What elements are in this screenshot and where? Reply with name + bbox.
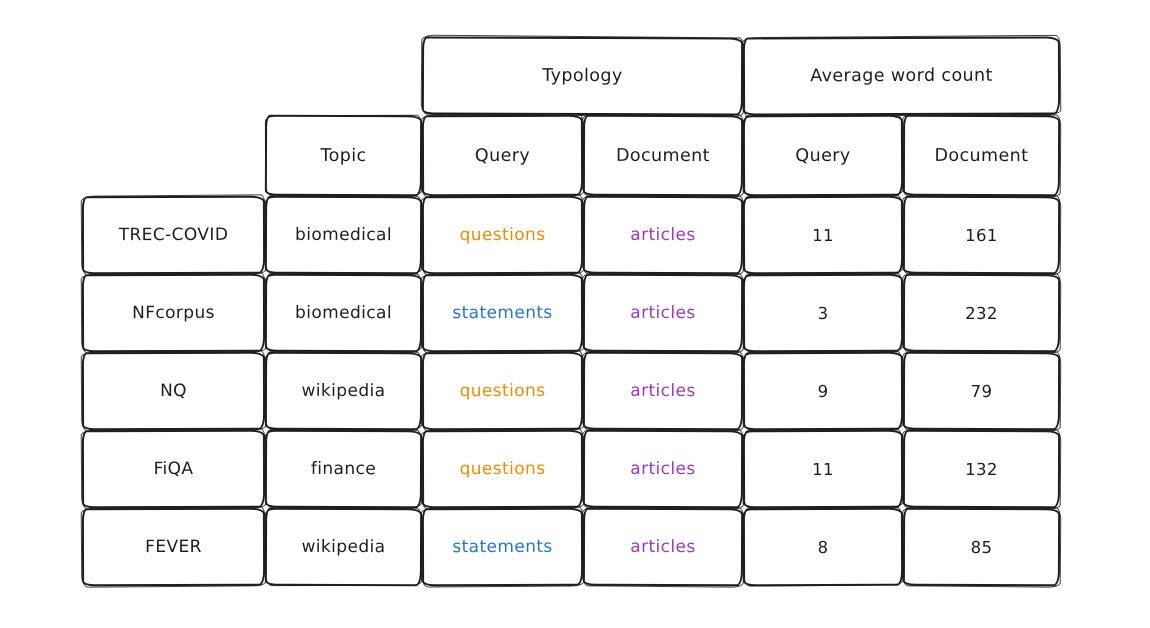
table-grid: Typology Average word count Topic Query … (81, 36, 1061, 587)
cell-document-word-count: 85 (902, 507, 1061, 587)
cell-query-type: statements (421, 273, 584, 353)
cell-document-type: articles (582, 195, 744, 275)
cell-query-type: questions (421, 429, 584, 509)
header-topic: Topic (264, 114, 423, 197)
cell-document-type: articles (582, 273, 744, 353)
cell-topic: biomedical (264, 195, 423, 275)
cell-document-word-count: 79 (902, 351, 1061, 431)
cell-document-type: articles (582, 351, 744, 431)
cell-document-type: articles (582, 429, 744, 509)
cell-document-word-count: 232 (902, 273, 1061, 353)
cell-query-type: questions (421, 351, 584, 431)
header-awc-document: Document (902, 114, 1061, 197)
cell-query-word-count: 11 (742, 195, 904, 275)
cell-document-type: articles (582, 507, 744, 587)
cell-topic: biomedical (264, 273, 423, 353)
header-group-typology: Typology (421, 36, 744, 116)
header-typology-query: Query (421, 114, 584, 197)
cell-query-type: questions (421, 195, 584, 275)
cell-query-word-count: 3 (742, 273, 904, 353)
cell-dataset-name: TREC-COVID (81, 195, 266, 275)
cell-topic: finance (264, 429, 423, 509)
cell-query-word-count: 8 (742, 507, 904, 587)
header-awc-query: Query (742, 114, 904, 197)
cell-dataset-name: NFcorpus (81, 273, 266, 353)
cell-dataset-name: FEVER (81, 507, 266, 587)
cell-query-word-count: 11 (742, 429, 904, 509)
cell-topic: wikipedia (264, 507, 423, 587)
header-typology-document: Document (582, 114, 744, 197)
cell-document-word-count: 161 (902, 195, 1061, 275)
cell-dataset-name: NQ (81, 351, 266, 431)
cell-dataset-name: FiQA (81, 429, 266, 509)
cell-document-word-count: 132 (902, 429, 1061, 509)
cell-topic: wikipedia (264, 351, 423, 431)
cell-query-type: statements (421, 507, 584, 587)
header-group-avg-word-count: Average word count (742, 36, 1061, 116)
cell-query-word-count: 9 (742, 351, 904, 431)
